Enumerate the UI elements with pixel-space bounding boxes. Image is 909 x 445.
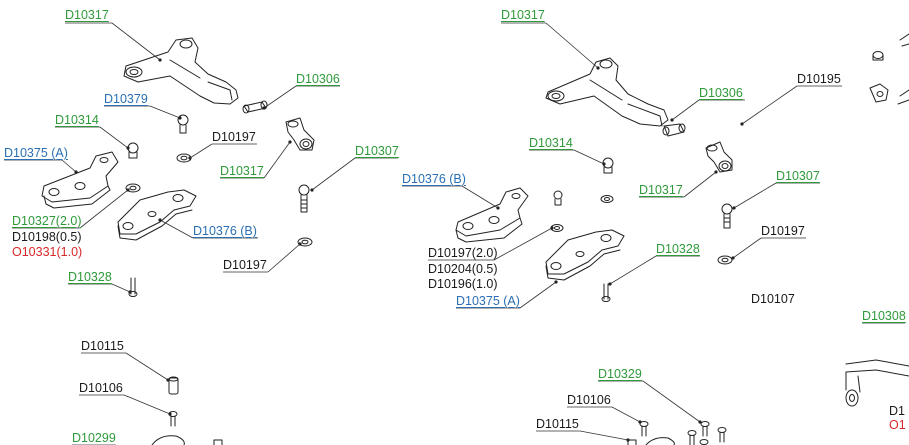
label-d10198-left: D10198(0.5) — [12, 230, 82, 244]
right-ball-small — [553, 190, 563, 206]
label-d10115-left: D10115 — [81, 339, 124, 353]
right-arm-d10317 — [545, 57, 669, 127]
right-bolt-d10307 — [721, 203, 733, 229]
left-hub-d10317 — [285, 117, 315, 151]
right-washer-small — [600, 195, 614, 203]
label-d10314-right: D10314 — [529, 136, 573, 150]
right-part-bottom — [627, 437, 675, 445]
label-d10197-right-b: D10197 — [761, 224, 805, 238]
label-d10204-right: D10204(0.5) — [428, 262, 498, 276]
label-d10328-left: D10328 — [68, 270, 112, 284]
left-bolt-d10307 — [298, 184, 310, 213]
label-d10299-left: D10299 — [72, 431, 116, 445]
label-d10317-right-mid: D10317 — [639, 183, 683, 197]
label-d10106-right: D10106 — [567, 393, 611, 407]
label-d10308-right: D10308 — [862, 309, 906, 323]
edge-parts — [845, 33, 909, 407]
right-pin-d10306 — [662, 123, 686, 137]
left-screw-d10328 — [128, 277, 138, 297]
left-plate-d10376-b — [117, 189, 197, 241]
label-d10197-right-a: D10197(2.0) — [428, 246, 498, 260]
label-d10317-left-top: D10317 — [65, 8, 109, 22]
right-plate-d10376-b — [455, 187, 529, 243]
left-ball-d10314 — [127, 142, 139, 159]
left-washer-d10197-b — [297, 237, 313, 247]
label-cut-dark: D1 — [889, 404, 905, 418]
left-standoff-d10115 — [168, 376, 179, 395]
right-screw-d10106 — [639, 421, 649, 437]
right-washer-d10197 — [717, 255, 733, 265]
label-d10307-right: D10307 — [776, 169, 820, 183]
label-d10327-left: D10327(2.0) — [12, 214, 82, 228]
leader-dots — [74, 58, 744, 442]
label-d10306-right: D10306 — [699, 86, 743, 100]
left-ballstud-d10379 — [177, 114, 189, 134]
leader-lines — [4, 22, 905, 445]
label-d10115-right: D10115 — [536, 417, 579, 431]
label-d10196-right: D10196(1.0) — [428, 277, 498, 291]
right-screws-d10329 — [687, 421, 727, 445]
label-d10307-left: D10307 — [355, 144, 399, 158]
label-cut-red: O1 — [889, 418, 906, 432]
left-spacer-d10327 — [125, 183, 141, 193]
label-d10306-left: D10306 — [296, 72, 340, 86]
label-d10379-left: D10379 — [104, 92, 148, 106]
label-d10314-left: D10314 — [55, 113, 99, 127]
right-plate-d10375-a — [545, 229, 625, 281]
label-d10329-right: D10329 — [598, 367, 642, 381]
label-d10317-right-top: D10317 — [501, 8, 545, 22]
label-d10197-left-a: D10197 — [212, 130, 256, 144]
left-plate-d10375-a — [41, 151, 119, 209]
label-d10375-a-right: D10375 (A) — [456, 294, 520, 308]
label-d10375-a-left: D10375 (A) — [4, 146, 68, 160]
label-d10107-right: D10107 — [751, 292, 795, 306]
label-d10328-right: D10328 — [656, 242, 700, 256]
left-pin-d10306 — [242, 100, 268, 114]
label-d10195-right: D10195 — [797, 72, 841, 86]
label-o10331-left: O10331(1.0) — [12, 245, 83, 259]
right-screw-d10328 — [601, 283, 611, 302]
left-part-d10299 — [151, 435, 223, 445]
label-d10376-b-left: D10376 (B) — [193, 224, 257, 238]
right-hub-d10317 — [705, 141, 733, 173]
label-d10106-left: D10106 — [79, 381, 123, 395]
label-d10376-b-right: D10376 (B) — [402, 172, 466, 186]
left-arm-d10317 — [123, 37, 239, 105]
label-d10317-left-mid: D10317 — [220, 164, 264, 178]
label-d10197-left-b: D10197 — [223, 258, 267, 272]
